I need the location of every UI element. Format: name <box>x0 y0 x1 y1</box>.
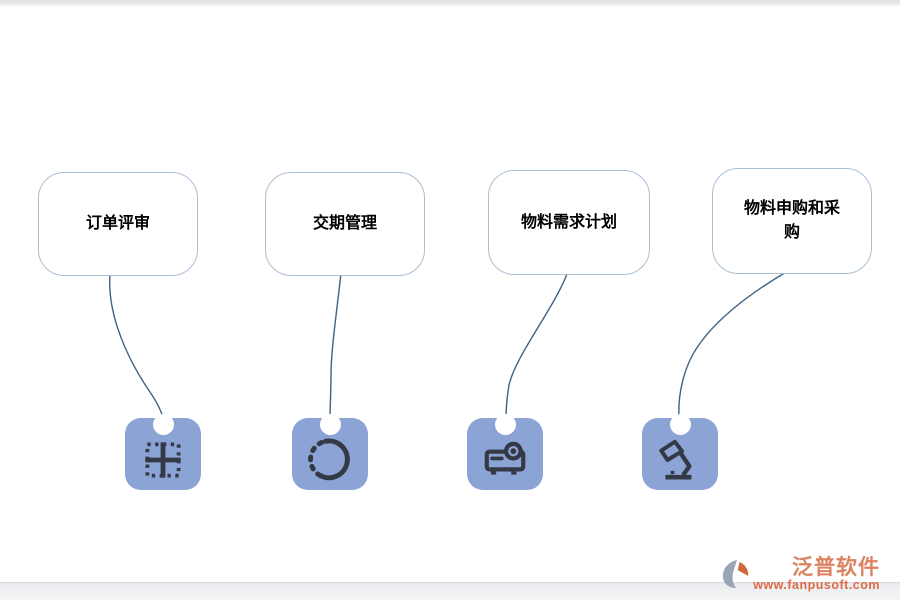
connector-notch <box>494 414 516 435</box>
icon-tile-order-review[interactable] <box>125 414 201 490</box>
node-material-requisition[interactable]: 物料申购和采购 <box>712 168 872 274</box>
icon-tile-material-requirements[interactable] <box>467 414 543 490</box>
node-delivery-management[interactable]: 交期管理 <box>265 172 425 276</box>
top-edge-bar <box>0 0 900 7</box>
fanpu-logo-icon <box>723 560 749 588</box>
watermark: 泛普软件 www.fanpusoft.com <box>722 556 880 592</box>
connector-line <box>329 272 342 420</box>
connector-notch <box>152 414 174 435</box>
connector-notch <box>319 414 341 435</box>
node-label: 交期管理 <box>312 215 377 232</box>
node-material-requirements[interactable]: 物料需求计划 <box>488 170 650 275</box>
watermark-brand: 泛普软件 <box>792 556 880 579</box>
projector-icon <box>484 441 526 475</box>
grid-borders-icon <box>145 442 181 478</box>
node-order-review[interactable]: 订单评审 <box>38 172 198 276</box>
dashed-circle-icon <box>308 438 350 481</box>
connector-line <box>505 273 568 420</box>
desk-lamp-icon <box>659 439 692 480</box>
connector-line <box>109 274 164 420</box>
connector-line <box>678 270 789 420</box>
connector-notch <box>669 414 691 435</box>
icon-tile-material-requisition[interactable] <box>642 414 718 490</box>
bottom-edge-bar <box>0 582 900 600</box>
node-label: 物料需求计划 <box>520 213 617 231</box>
node-label: 订单评审 <box>85 215 150 232</box>
icon-tile-delivery-management[interactable] <box>292 414 368 490</box>
watermark-url: www.fanpusoft.com <box>753 578 880 592</box>
node-label: 物料申购和采购 <box>743 200 840 241</box>
